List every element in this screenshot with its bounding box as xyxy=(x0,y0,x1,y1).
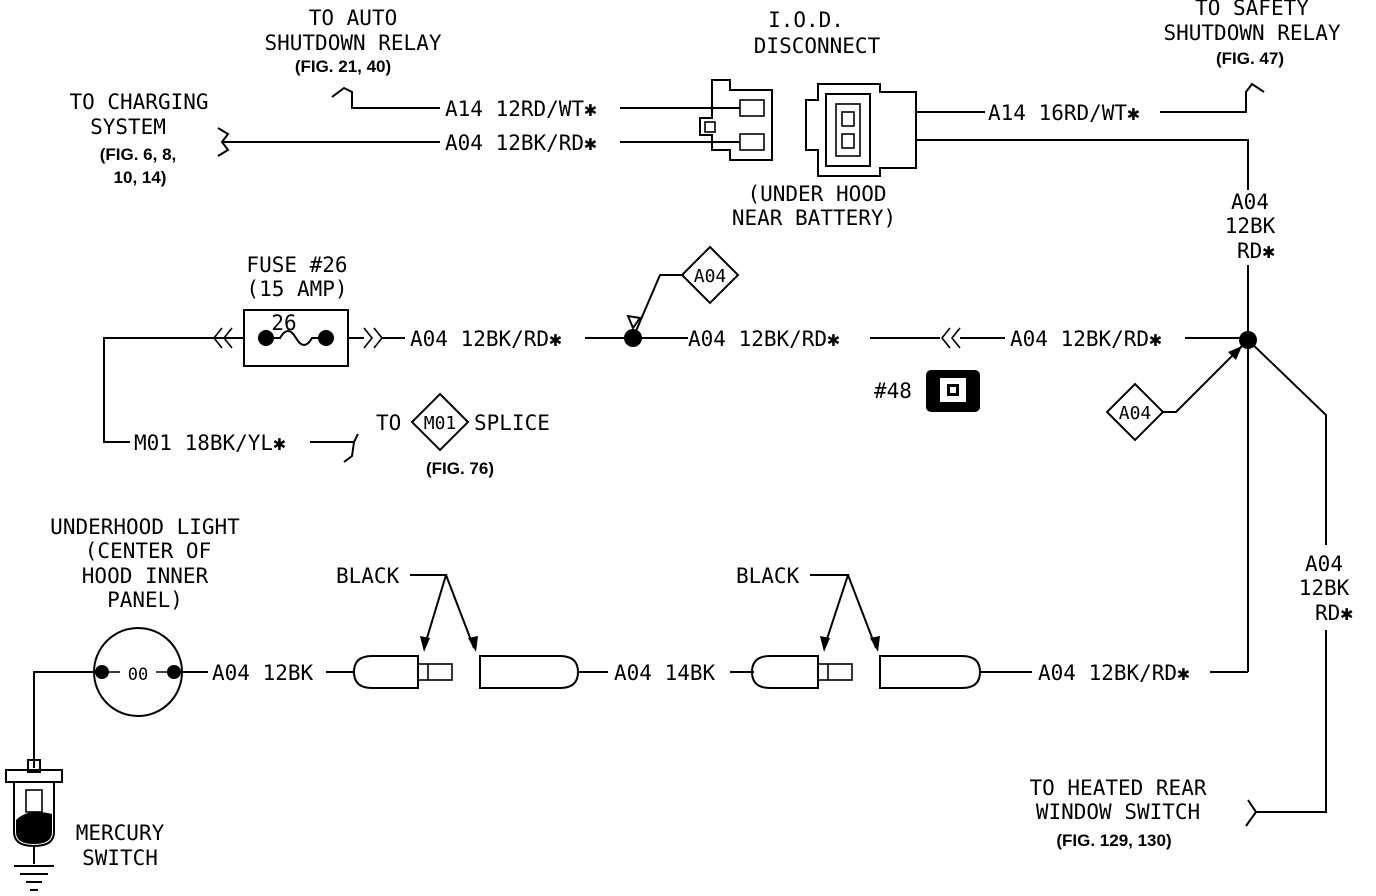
black-label-left: BLACK xyxy=(336,564,400,588)
connector-48-label: #48 xyxy=(874,379,912,403)
wire-m01: M01 18BK/YL✱ xyxy=(134,431,286,455)
m01-splice-label: SPLICE xyxy=(474,411,550,435)
vertical-right-1: A04 xyxy=(1231,190,1269,214)
wire-a04-fuse-out: A04 12BK/RD✱ xyxy=(410,327,562,351)
wire-a04-right: A04 12BK/RD✱ xyxy=(1010,327,1162,351)
mercury-label-1: MERCURY xyxy=(76,821,165,845)
safety-relay-label-2: SHUTDOWN RELAY xyxy=(1163,21,1340,45)
wire-a04-14bk: A04 14BK xyxy=(614,661,716,685)
inline-connector-48 xyxy=(940,327,961,349)
wire-a14-16rd: A14 16RD/WT✱ xyxy=(988,101,1140,125)
safety-relay-label-1: TO SAFETY xyxy=(1195,0,1309,20)
wire-a04-iod-to-splice xyxy=(916,139,1249,190)
charging-fig-2: 10, 14) xyxy=(114,168,167,187)
heated-rear-1: TO HEATED REAR xyxy=(1029,776,1206,800)
m01-to: TO xyxy=(376,411,401,435)
vertical-lower-2: 12BK xyxy=(1299,576,1350,600)
splice-tag-right-text: A04 xyxy=(1119,403,1152,424)
bulb-filament: 00 xyxy=(128,665,148,685)
auto-relay-fig: (FIG. 21, 40) xyxy=(295,57,391,76)
connector-pair-left xyxy=(352,655,580,689)
wire-a04-lower-right xyxy=(1247,339,1327,545)
wire-a04-bottom: A04 12BK/RD✱ xyxy=(1038,661,1190,685)
wire-a14-12rd: A14 12RD/WT✱ xyxy=(445,97,597,121)
safety-relay-fig: (FIG. 47) xyxy=(1216,49,1284,68)
wire-m01-line xyxy=(103,337,214,443)
iod-location-2: NEAR BATTERY) xyxy=(732,206,896,230)
wire-a04-mid: A04 12BK/RD✱ xyxy=(688,327,840,351)
splice-tag-top-text: A04 xyxy=(694,266,727,287)
splice-a04-left-leader xyxy=(632,274,684,339)
heated-rear-2: WINDOW SWITCH xyxy=(1036,800,1200,824)
fuse-number: 26 xyxy=(271,311,296,335)
fuse-label-1: FUSE #26 xyxy=(246,253,347,277)
charging-wire-end xyxy=(217,127,440,157)
splice-tag-m01-text: M01 xyxy=(424,413,457,434)
auto-relay-label-1: TO AUTO xyxy=(309,6,398,30)
light-label-2: (CENTER OF xyxy=(85,539,211,563)
charging-fig-1: (FIG. 6, 8, xyxy=(100,145,177,164)
iod-connector-female xyxy=(805,83,917,177)
auto-relay-label-2: SHUTDOWN RELAY xyxy=(264,31,441,55)
mercury-switch-icon xyxy=(5,759,63,891)
heated-rear-wire xyxy=(1245,630,1327,827)
splice-tag-right xyxy=(1105,382,1165,442)
fuse-label-2: (15 AMP) xyxy=(246,277,347,301)
connector-pair-right xyxy=(750,655,982,689)
wire-a04-light: A04 12BK xyxy=(212,661,314,685)
fuse-right-connector xyxy=(363,327,384,349)
splice-tag-top xyxy=(680,245,740,305)
fuse-element xyxy=(266,330,326,346)
wire-a04-12bk-top: A04 12BK/RD✱ xyxy=(445,131,597,155)
vertical-right-2: 12BK xyxy=(1225,214,1276,238)
vertical-lower-3: RD✱ xyxy=(1315,601,1353,625)
auto-relay-wire-end xyxy=(331,86,440,109)
iod-connector-male xyxy=(699,79,773,161)
mercury-label-2: SWITCH xyxy=(82,846,158,870)
iod-label-2: DISCONNECT xyxy=(754,34,881,58)
charging-label-2: SYSTEM xyxy=(90,115,166,139)
splice-tag-m01 xyxy=(410,392,470,452)
heated-rear-fig: (FIG. 129, 130) xyxy=(1056,831,1171,850)
light-label-1: UNDERHOOD LIGHT xyxy=(50,515,240,539)
light-label-4: PANEL) xyxy=(107,588,183,612)
black-label-right: BLACK xyxy=(736,564,800,588)
vertical-right-3: RD✱ xyxy=(1237,239,1275,263)
wire-light-to-switch xyxy=(33,671,102,768)
iod-label-1: I.O.D. xyxy=(768,8,844,32)
light-label-3: HOOD INNER xyxy=(82,564,209,588)
iod-location-1: (UNDER HOOD xyxy=(747,182,886,206)
m01-wire-end xyxy=(310,433,359,463)
safety-relay-wire-end xyxy=(1160,82,1265,113)
vertical-lower-1: A04 xyxy=(1305,552,1343,576)
m01-fig: (FIG. 76) xyxy=(426,459,494,478)
charging-label-1: TO CHARGING xyxy=(69,90,208,114)
